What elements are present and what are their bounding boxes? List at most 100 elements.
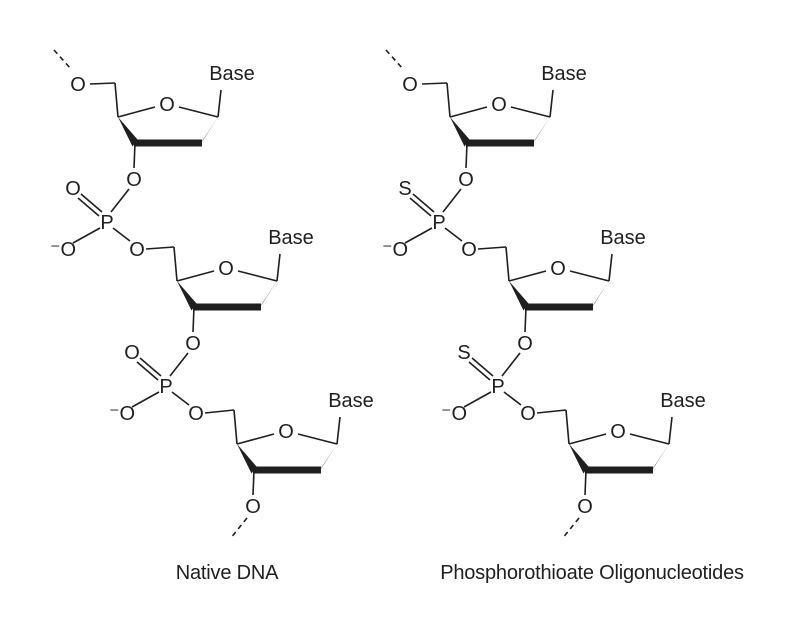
- wedge-bond-right: [530, 117, 550, 147]
- ring-oxygen-label: O: [278, 421, 294, 443]
- threeprime-oxygen-label: O: [577, 496, 593, 518]
- wedge-bond-right: [198, 117, 218, 147]
- double-bond-atom-label: O: [124, 342, 140, 364]
- bond-p-o-minus: [131, 391, 160, 408]
- bond-p-bridge-o: [171, 391, 190, 406]
- bond-ring-oxygen-c1: [237, 270, 278, 282]
- threeprime-oxygen-label: O: [458, 169, 474, 191]
- bond-c3-o3: [252, 469, 255, 496]
- wedge-bond-left: [177, 281, 197, 311]
- bond-c3-o3: [133, 142, 136, 169]
- ring-oxygen-label: O: [218, 258, 234, 280]
- structure-title: Native DNA: [176, 562, 279, 584]
- threeprime-oxygen-label: O: [185, 333, 201, 355]
- ring-oxygen-label: O: [610, 421, 626, 443]
- bond-o5-c5: [421, 82, 448, 85]
- bond-c1-base: [217, 89, 222, 118]
- wedge-bond-left: [509, 281, 529, 311]
- phosphate-group: PS ⁻O O: [441, 342, 567, 425]
- bridge-oxygen-label: O: [520, 403, 536, 425]
- chain-continuation-dashed-bond: [53, 49, 72, 70]
- terminal-5prime-oxygen-label: O: [70, 74, 86, 96]
- chain-continuation-dashed-bond: [561, 517, 580, 540]
- double-bond-atom-label: S: [398, 178, 411, 200]
- bond-o3-p: [110, 188, 130, 213]
- bond-o3-p: [169, 352, 189, 377]
- double-bond-line: [468, 361, 491, 381]
- bond-c3-o3: [465, 142, 468, 169]
- bond-c1-base: [608, 253, 613, 282]
- bond-c5-c4: [173, 246, 178, 282]
- bond-c1-base: [276, 253, 281, 282]
- bond-p-o-minus: [404, 227, 433, 244]
- bond-bridge-o-c5: [477, 246, 507, 250]
- bond-p-bridge-o: [503, 391, 522, 406]
- base-label: Base: [660, 390, 706, 412]
- bond-c4-ring-oxygen: [176, 270, 215, 282]
- wedge-bond-right: [257, 281, 277, 311]
- phosphorus-label: P: [100, 212, 113, 234]
- bridge-oxygen-label: O: [188, 403, 204, 425]
- double-bond-line: [136, 361, 159, 381]
- ring-oxygen-label: O: [550, 258, 566, 280]
- double-bond-line: [412, 193, 435, 213]
- threeprime-oxygen-label: O: [126, 169, 142, 191]
- wedge-bond-right: [317, 444, 337, 474]
- threeprime-oxygen-label: O: [517, 333, 533, 355]
- double-bond-atom-label: O: [65, 178, 81, 200]
- bond-c4-ring-oxygen: [508, 270, 547, 282]
- bond-c4-ring-oxygen: [236, 433, 275, 445]
- bond-c3-o3: [192, 306, 195, 333]
- double-bond-line: [409, 197, 432, 217]
- bond-c5-c4: [565, 409, 570, 445]
- bond-c4-ring-oxygen: [568, 433, 607, 445]
- ring-oxygen-label: O: [159, 94, 175, 116]
- bond-ring-oxygen-c1: [178, 106, 219, 118]
- wedge-bond-left: [118, 117, 138, 147]
- bond-o5-c5: [89, 82, 116, 85]
- bond-o3-p: [501, 352, 521, 377]
- wedge-bond-left: [450, 117, 470, 147]
- bond-p-bridge-o: [444, 227, 463, 242]
- wedge-bond-left: [569, 444, 589, 474]
- phosphorus-label: P: [159, 376, 172, 398]
- bond-bridge-o-c5: [204, 409, 235, 414]
- wedge-bond-left: [237, 444, 257, 474]
- chain-continuation-dashed-bond: [229, 517, 248, 540]
- structure-title: Phosphorothioate Oligonucleotides: [440, 562, 744, 584]
- bond-c5-c4: [233, 409, 238, 445]
- base-label: Base: [328, 390, 374, 412]
- phosphate-o-minus-label: ⁻O: [50, 239, 76, 261]
- double-bond-atom-label: S: [457, 342, 470, 364]
- bond-ring-oxygen-c1: [510, 106, 551, 118]
- bridge-oxygen-label: O: [461, 239, 477, 261]
- wedge-bond-right: [649, 444, 669, 474]
- base-label: Base: [268, 227, 314, 249]
- bond-p-bridge-o: [112, 227, 131, 242]
- bond-p-o-minus: [72, 227, 101, 244]
- bond-o3-p: [442, 188, 462, 213]
- bond-ring-oxygen-c1: [629, 433, 670, 445]
- double-bond-line: [471, 357, 494, 377]
- bond-ring-oxygen-c1: [569, 270, 610, 282]
- bond-c5-c4: [505, 246, 510, 282]
- bond-c1-base: [549, 89, 554, 118]
- phosphorus-label: P: [432, 212, 445, 234]
- phosphate-o-minus-label: ⁻O: [441, 403, 467, 425]
- bond-bridge-o-c5: [536, 409, 567, 414]
- phosphorus-label: P: [491, 376, 504, 398]
- bond-bridge-o-c5: [145, 246, 175, 250]
- double-bond-line: [139, 357, 162, 377]
